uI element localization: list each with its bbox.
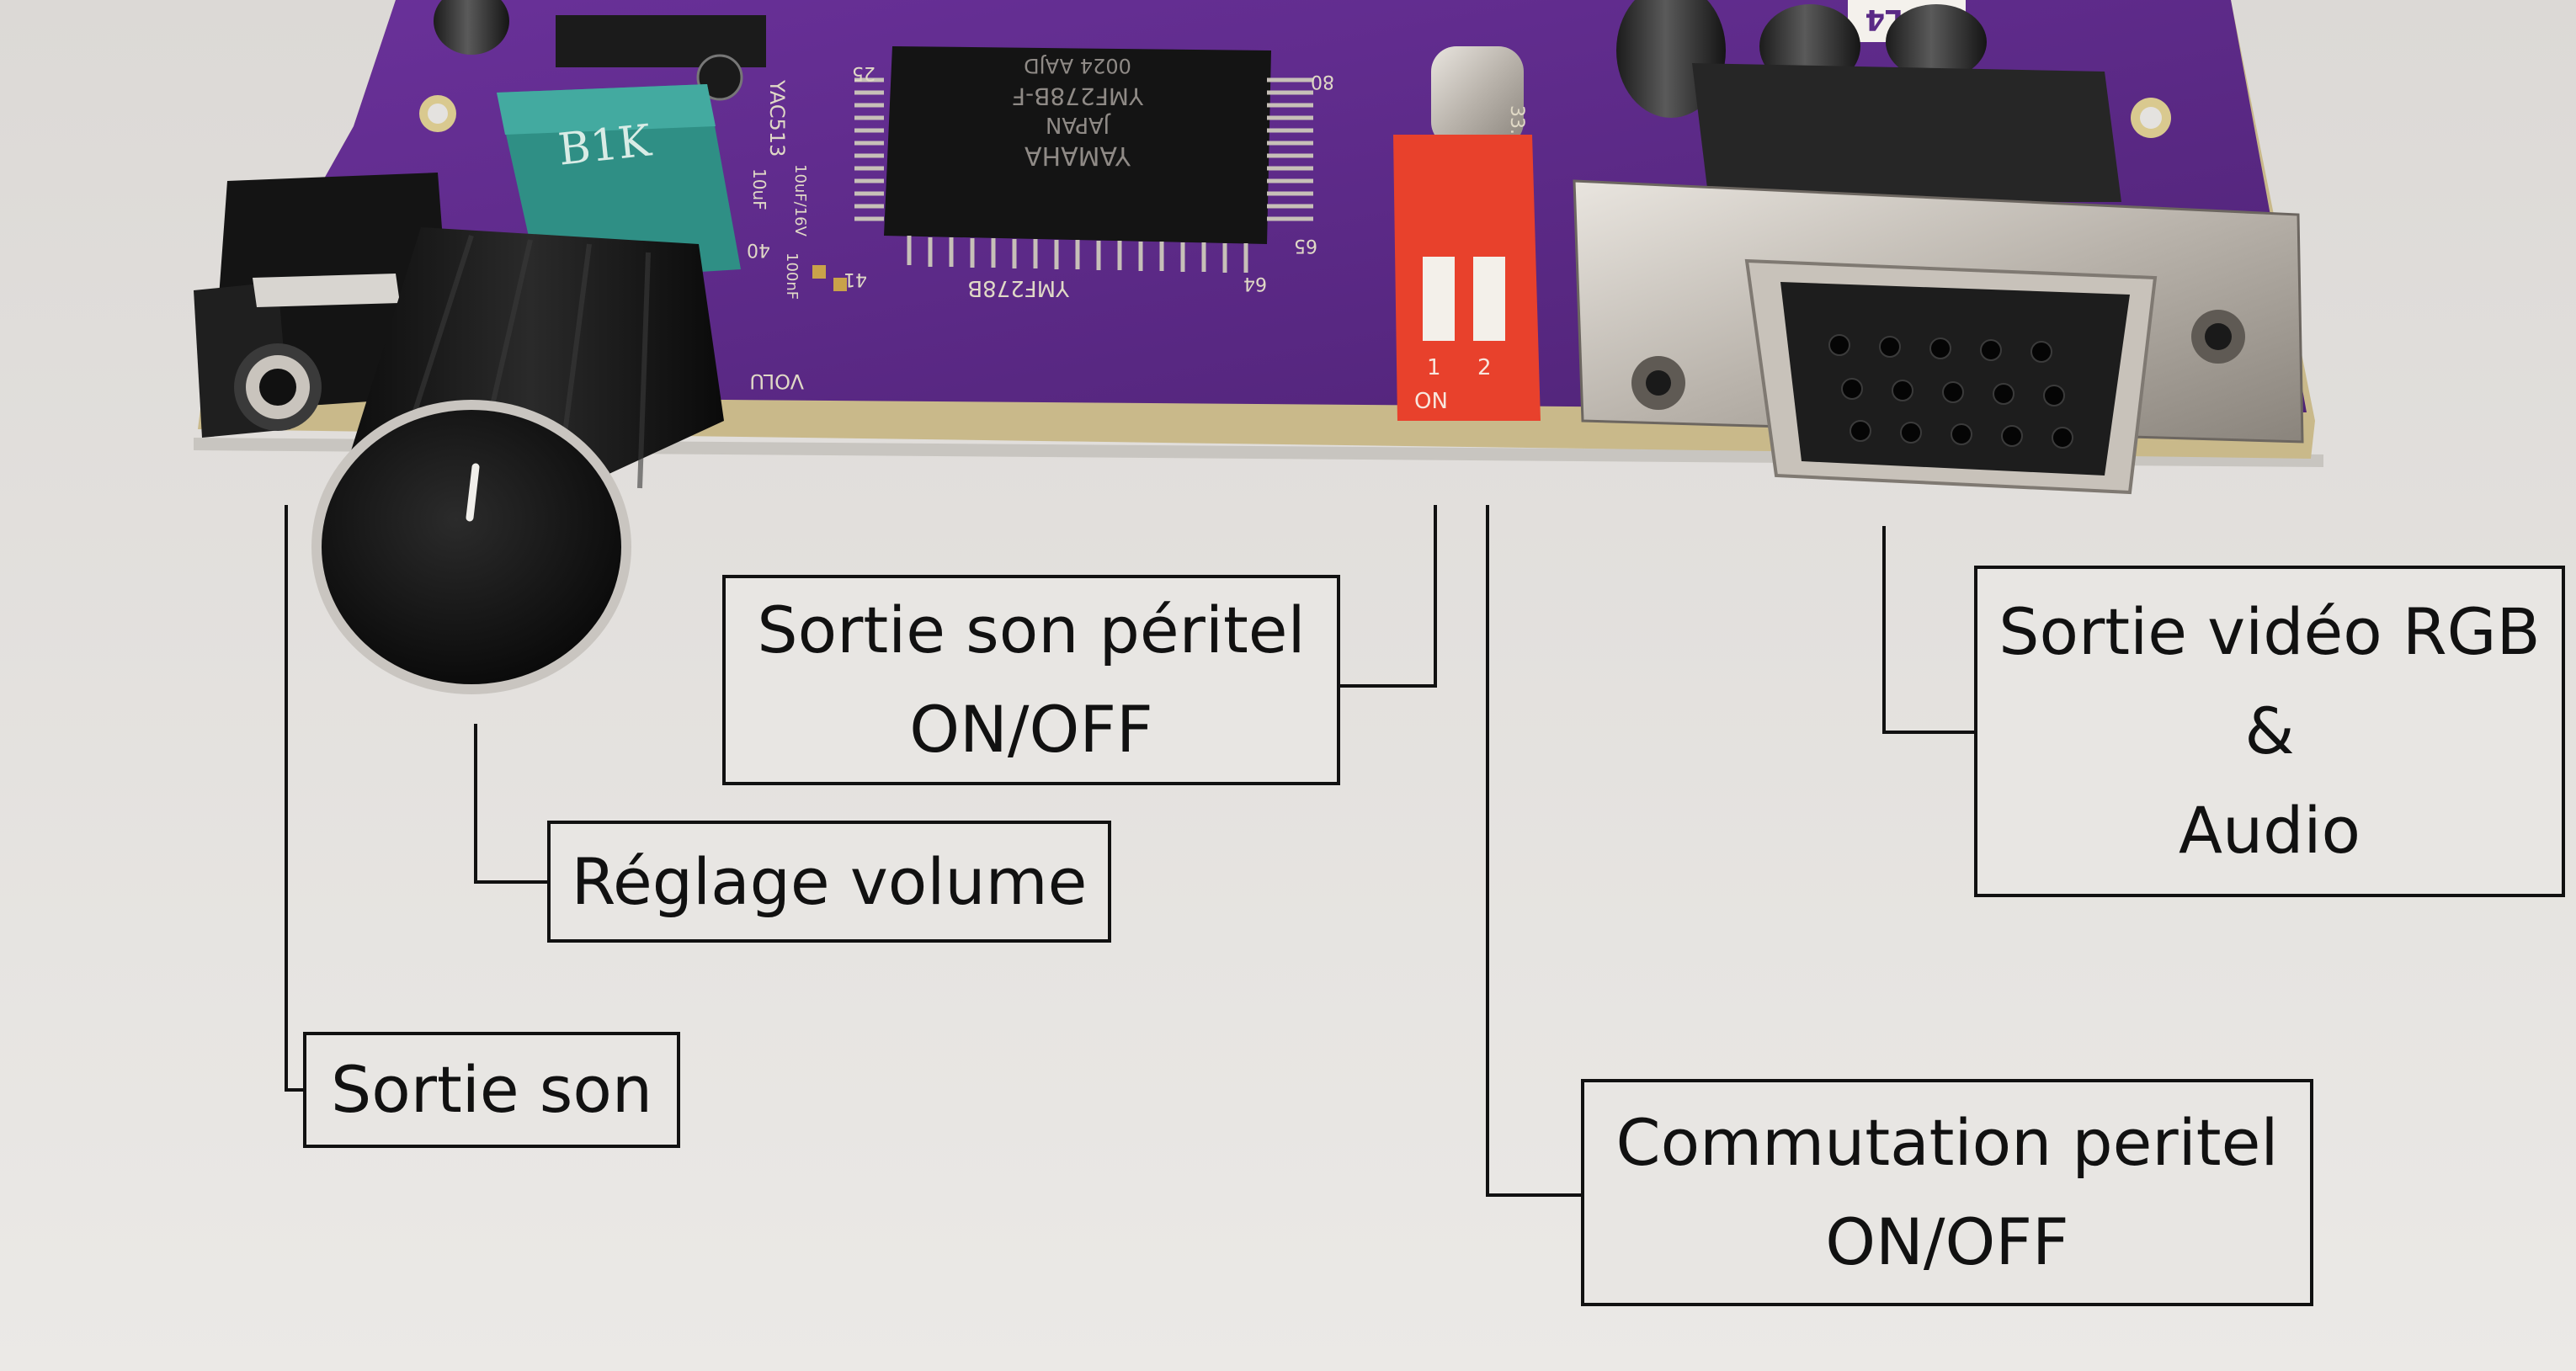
pin-label-80: 80 xyxy=(1311,71,1334,92)
dip-switch[interactable]: 1 2 ON xyxy=(1393,135,1541,421)
callout-sortie-son-peritel-line-1: Sortie son péritel xyxy=(757,593,1306,667)
dac-chip xyxy=(556,15,766,67)
dip-switch-on-label: ON xyxy=(1414,389,1448,414)
pin-label-65: 65 xyxy=(1294,235,1317,256)
chip-brand-text: YAMAHA xyxy=(1025,141,1131,170)
callout-sortie-video-line-3: Audio xyxy=(2178,793,2360,868)
pin-label-25: 25 xyxy=(852,62,876,83)
knob-cap xyxy=(322,410,621,684)
leader-line-commutation-peritel xyxy=(1486,505,1581,1197)
callout-reglage-volume: Réglage volume xyxy=(547,821,1111,943)
chip-country-text: JAPAN xyxy=(1046,112,1111,137)
callout-commutation-peritel: Commutation peritel ON/OFF xyxy=(1581,1079,2313,1306)
potentiometer-marking: B1K xyxy=(556,115,654,175)
cap-silk-2: 10uF/16V xyxy=(791,164,809,237)
dac-silkscreen: YAC513 xyxy=(765,79,789,157)
chip-model-text: YMF278B-F xyxy=(1012,82,1144,110)
vga-connector xyxy=(1573,63,2304,495)
dip-switch-label-2: 2 xyxy=(1477,355,1492,380)
leader-line-sortie-son xyxy=(285,505,303,1092)
callout-commutation-peritel-line-1: Commutation peritel xyxy=(1615,1105,2279,1180)
callout-sortie-son-peritel: Sortie son péritel ON/OFF xyxy=(722,575,1340,785)
dip-switch-label-1: 1 xyxy=(1427,355,1441,380)
pin-label-64: 64 xyxy=(1243,273,1267,294)
callout-sortie-son: Sortie son xyxy=(303,1032,680,1148)
potentiometer-body: B1K xyxy=(497,84,741,282)
capacitor xyxy=(434,0,509,55)
volume-knob[interactable] xyxy=(311,227,724,694)
mounting-hole-center xyxy=(2140,107,2162,129)
callout-sortie-video: Sortie vidéo RGB & Audio xyxy=(1974,566,2565,897)
leader-line-sortie-son-peritel xyxy=(1339,505,1437,688)
pin-label-40: 40 xyxy=(747,239,770,260)
smd-pad xyxy=(833,278,847,291)
pin-label-41: 41 xyxy=(844,268,867,290)
callout-sortie-son-peritel-line-2: ON/OFF xyxy=(909,692,1153,767)
callout-reglage-volume-text: Réglage volume xyxy=(571,843,1088,919)
leader-line-sortie-video xyxy=(1882,526,1974,734)
volume-silkscreen: VOLU xyxy=(749,369,804,393)
yamaha-chip: YAMAHA JAPAN YMF278B-F 0024 AAJD xyxy=(854,46,1313,273)
callout-sortie-son-text: Sortie son xyxy=(330,1052,653,1127)
chip-code-text: 0024 AAJD xyxy=(1024,54,1131,77)
callout-commutation-peritel-line-2: ON/OFF xyxy=(1825,1204,2069,1279)
mounting-hole-center xyxy=(428,104,448,124)
smd-pad xyxy=(812,265,826,279)
chip-silkscreen: YMF278B xyxy=(967,275,1070,300)
callout-sortie-video-line-1: Sortie vidéo RGB xyxy=(1999,594,2541,669)
capacitor-electrolytic xyxy=(1886,4,1987,80)
leader-lines xyxy=(285,505,1974,1197)
cap-silk-1: 10uF xyxy=(749,168,769,210)
capacitor-small xyxy=(696,54,743,101)
knob-indicator xyxy=(466,463,480,522)
cap-silk-3: 100nF xyxy=(783,252,801,300)
leader-line-reglage-volume xyxy=(474,724,547,884)
dip-switch-lever-1[interactable] xyxy=(1423,257,1455,341)
dip-switch-lever-2[interactable] xyxy=(1473,257,1505,341)
callout-sortie-video-line-2: & xyxy=(2244,693,2295,768)
